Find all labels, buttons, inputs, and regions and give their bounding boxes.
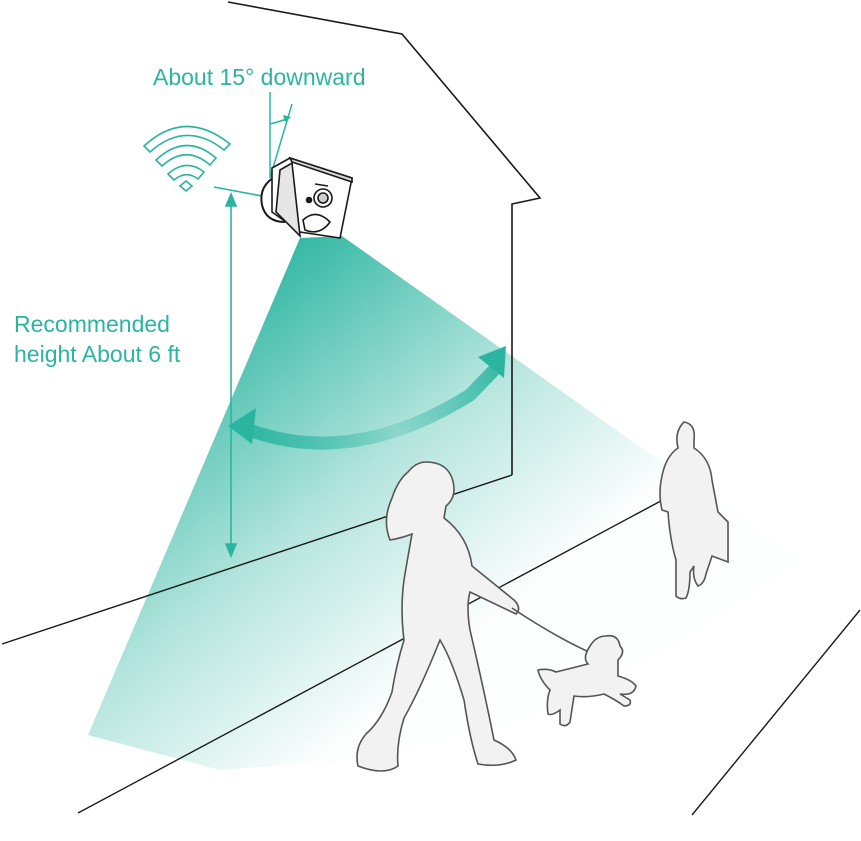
wifi-icon <box>142 125 232 193</box>
house-outline <box>227 1 542 475</box>
security-camera-icon <box>260 156 353 239</box>
person-walking-figure <box>356 461 520 772</box>
curved-double-arrow-icon <box>228 346 506 450</box>
dog-figure <box>537 634 637 727</box>
distant-person-figure <box>659 421 729 600</box>
height-label-line-1: Recommended <box>14 311 170 337</box>
tilt-angle-label: About 15° downward <box>153 64 366 90</box>
tilt-angle-indicator <box>269 92 293 179</box>
height-measure <box>213 186 263 559</box>
height-label-line-2: height About 6 ft <box>14 341 181 367</box>
recommended-height-label: Recommended height About 6 ft <box>14 309 180 369</box>
